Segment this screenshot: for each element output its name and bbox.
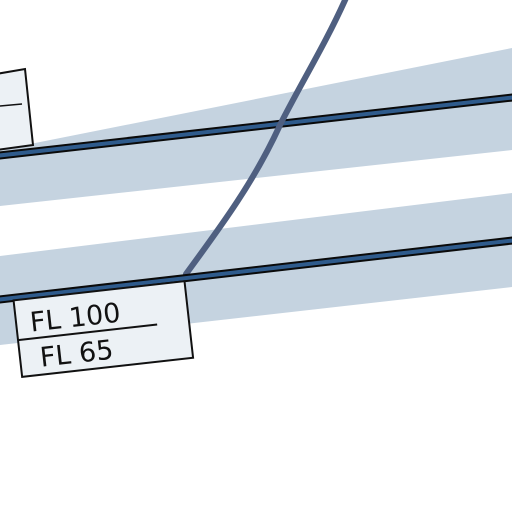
upper-label-box-border xyxy=(0,67,35,151)
altitude-label-box xyxy=(12,280,195,378)
upper-label-box xyxy=(0,69,33,150)
altitude-label: FL 100 FL 65 xyxy=(12,280,195,378)
upper-airway-line xyxy=(0,95,512,158)
upper-label-box-divider xyxy=(0,103,23,107)
curved-route xyxy=(183,0,349,277)
altitude-label-divider xyxy=(17,323,158,342)
lower-airway-line xyxy=(0,238,512,302)
